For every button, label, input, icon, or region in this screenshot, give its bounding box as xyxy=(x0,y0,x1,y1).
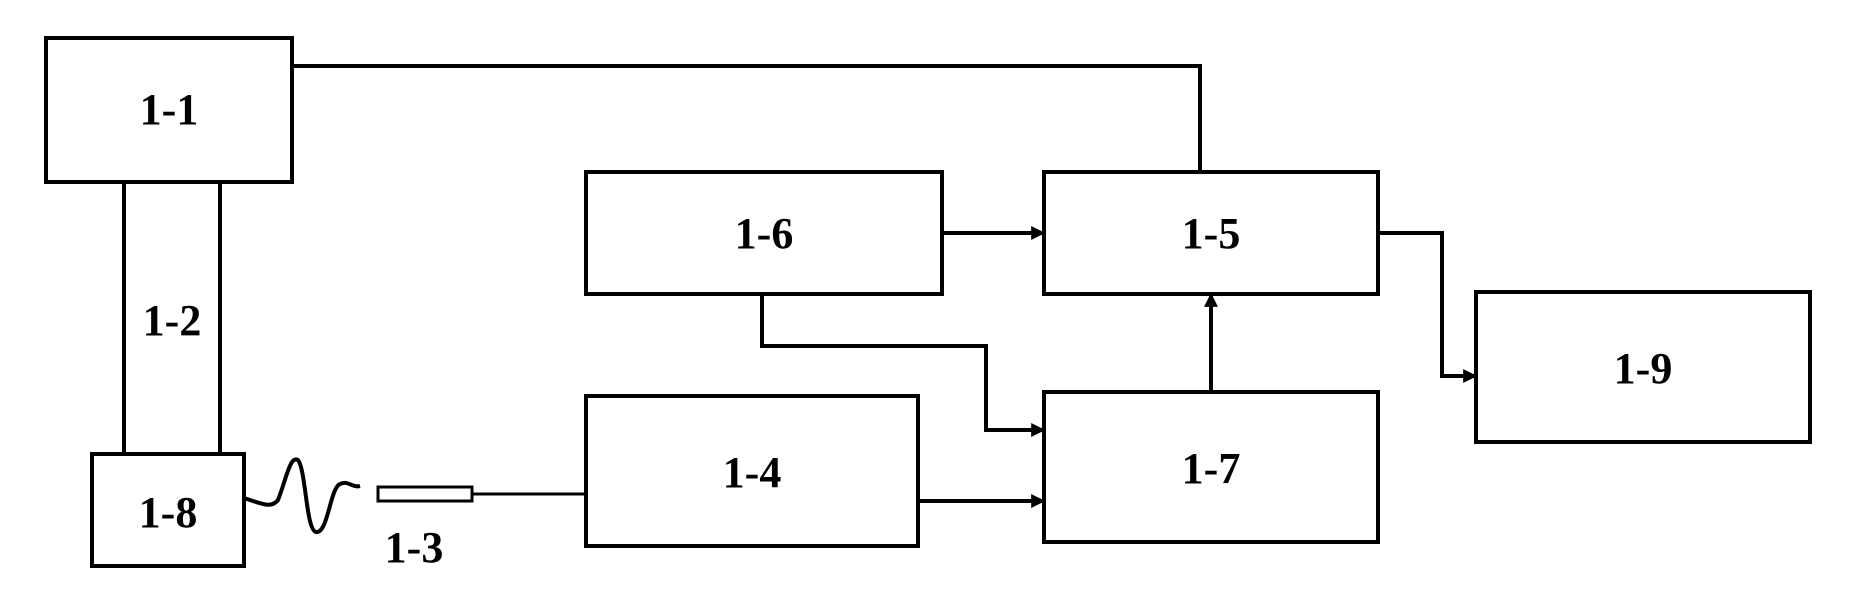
block-1-1: 1-1 xyxy=(44,36,294,184)
block-1-7: 1-7 xyxy=(1042,390,1380,544)
block-1-2-label: 1-2 xyxy=(143,296,202,345)
block-1-5: 1-5 xyxy=(1042,170,1380,296)
block-1-6: 1-6 xyxy=(584,170,944,296)
block-1-4-label: 1-4 xyxy=(723,448,782,497)
sensor-1-3-label: 1-3 xyxy=(385,523,444,572)
block-1-2: 1-2 xyxy=(122,180,222,456)
connector-1-1-to-1-5 xyxy=(292,64,1202,172)
sensor-1-3: 1-3 xyxy=(376,485,596,572)
sensor-1-3-body xyxy=(376,485,474,503)
arrow-1-5-to-1-9 xyxy=(1378,231,1478,383)
block-1-9-label: 1-9 xyxy=(1614,344,1673,393)
block-1-5-label: 1-5 xyxy=(1182,209,1241,258)
block-1-9: 1-9 xyxy=(1474,290,1812,444)
arrow-1-6-to-1-7 xyxy=(760,294,1046,437)
pulse-waveform xyxy=(243,457,361,534)
block-1-7-label: 1-7 xyxy=(1182,444,1241,493)
block-1-8-label: 1-8 xyxy=(139,488,198,537)
block-1-6-label: 1-6 xyxy=(735,209,794,258)
block-1-1-label: 1-1 xyxy=(140,85,199,134)
block-1-8: 1-8 xyxy=(90,452,246,568)
block-1-4: 1-4 xyxy=(584,394,920,548)
